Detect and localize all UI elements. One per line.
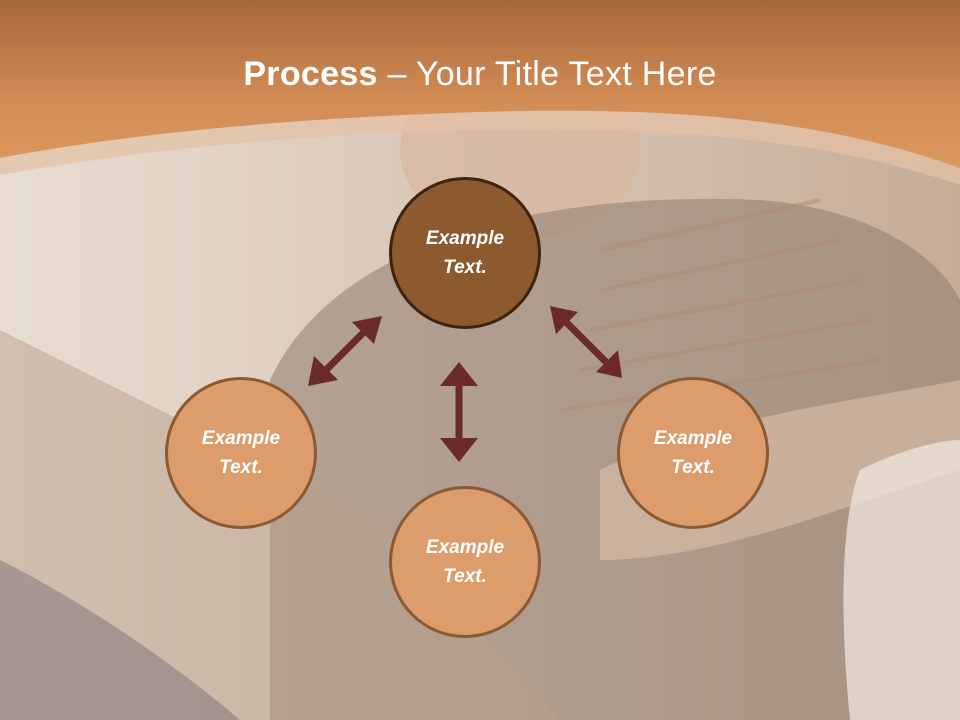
process-node-top-label: Example Text. (425, 228, 505, 278)
process-node-bottom-label: Example Text. (425, 537, 505, 587)
slide-title: Process – Your Title Text Here (0, 52, 960, 96)
arrowhead-tl-2 (308, 356, 338, 386)
arrowhead-v-1 (440, 362, 478, 386)
arrowhead-tr-2 (596, 350, 622, 378)
process-node-top: Example Text. (389, 177, 541, 329)
process-node-bottom: Example Text. (389, 486, 541, 638)
arrow-top-right (563, 319, 609, 365)
arrowhead-tr-1 (550, 306, 578, 334)
title-rest: – Your Title Text Here (377, 55, 717, 93)
process-node-right: Example Text. (617, 377, 769, 529)
process-node-left: Example Text. (165, 377, 317, 529)
title-bold: Process (243, 55, 378, 93)
process-node-right-label: Example Text. (653, 428, 733, 478)
arrow-top-left (323, 329, 367, 373)
arrowhead-tl-1 (352, 316, 382, 344)
process-node-left-label: Example Text. (201, 428, 281, 478)
arrowhead-v-2 (440, 438, 478, 462)
